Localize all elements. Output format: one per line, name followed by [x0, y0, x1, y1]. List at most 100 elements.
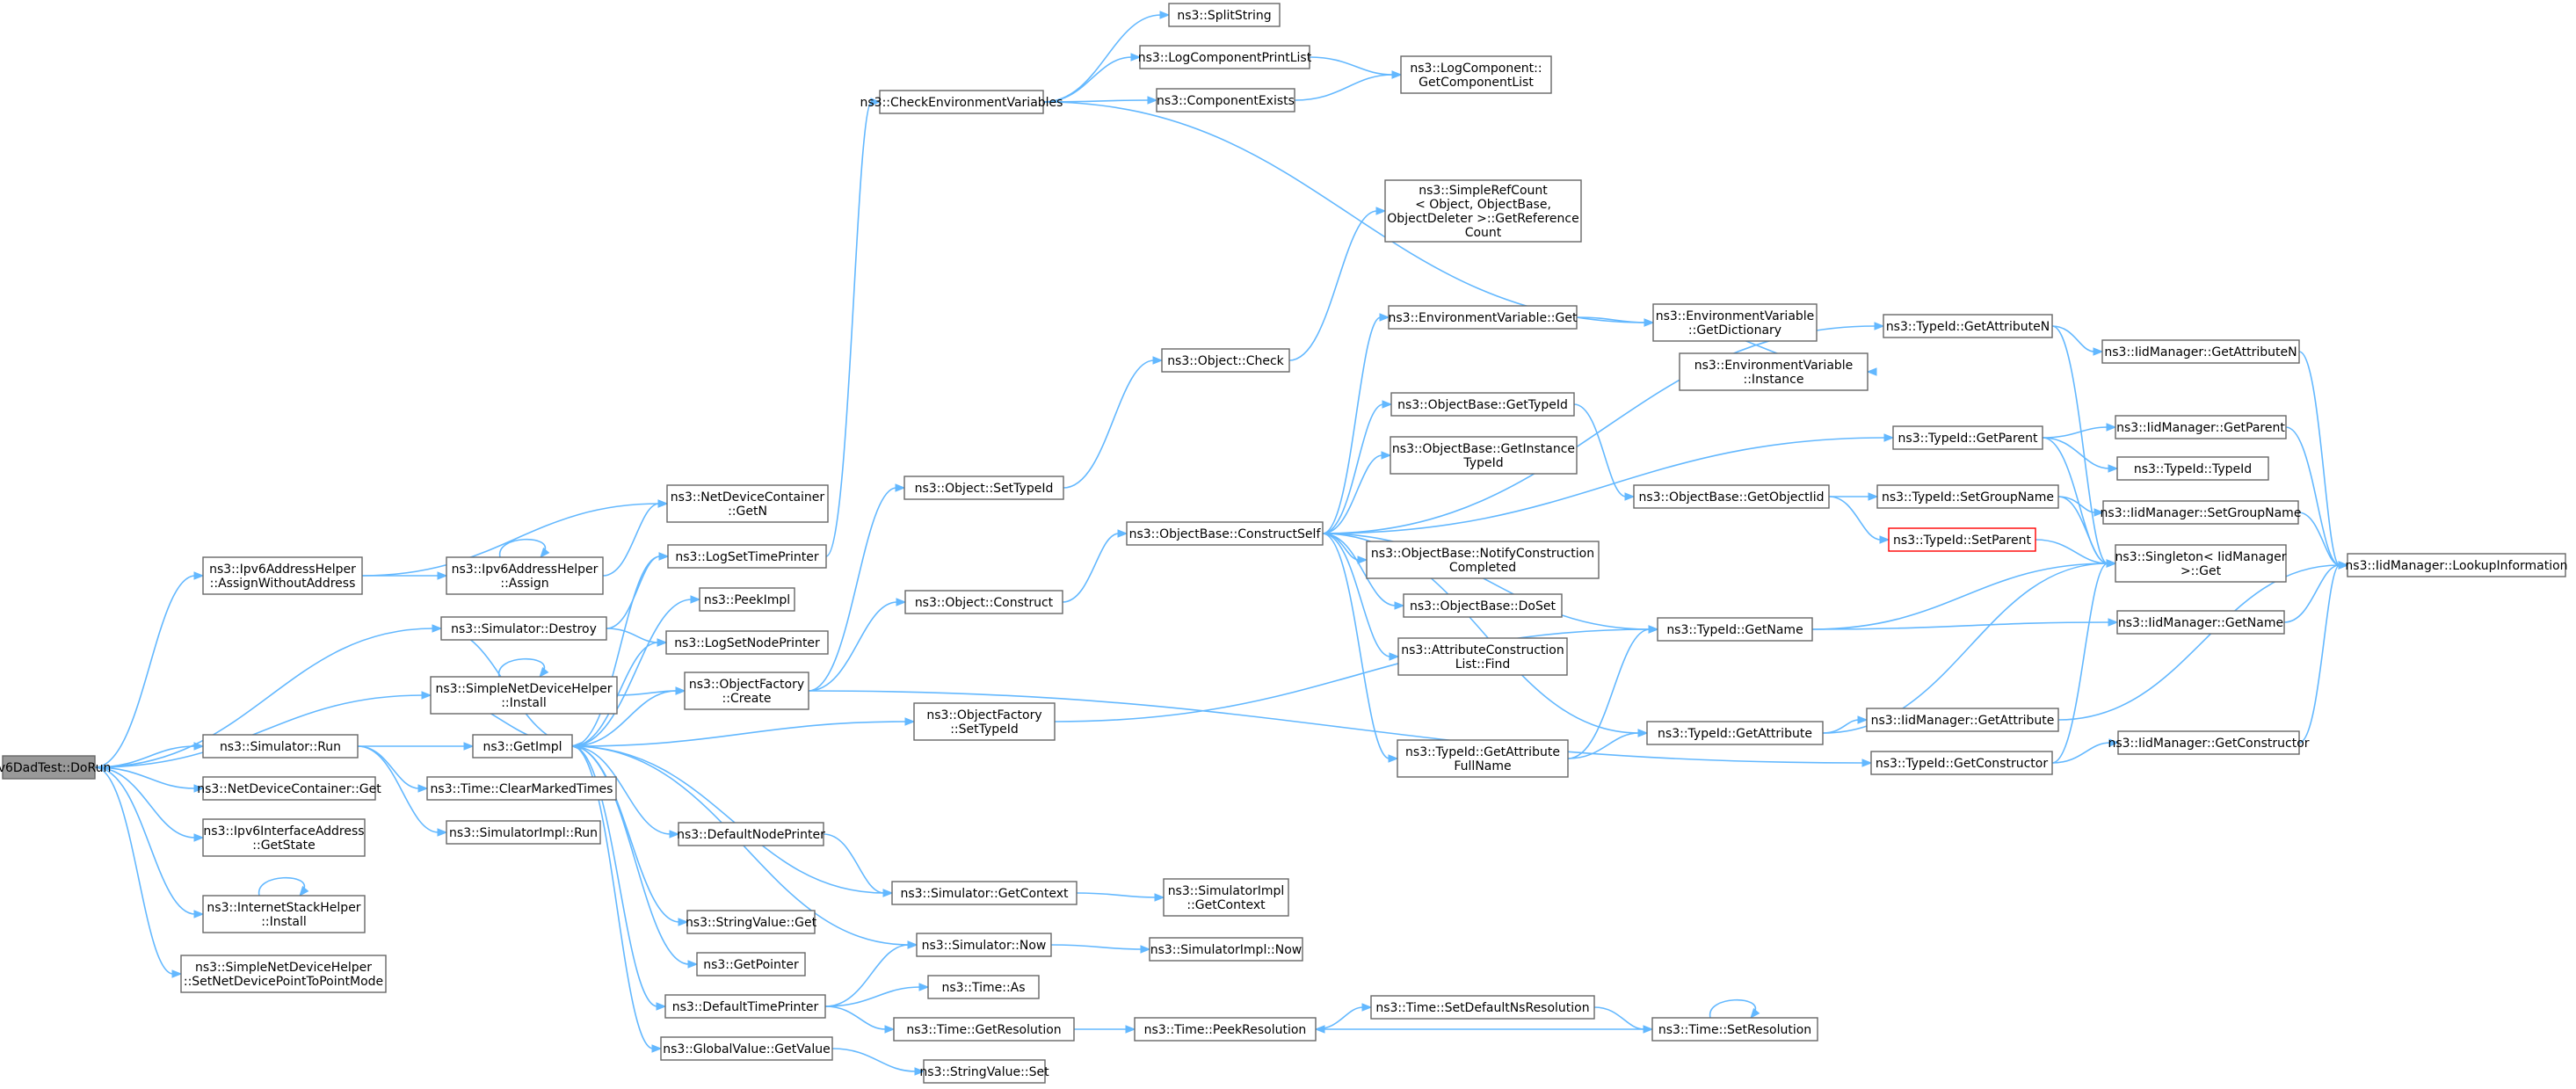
graph-node-time-setresolution[interactable]: ns3::Time::SetResolution: [1651, 1017, 1818, 1042]
graph-node-checkenv[interactable]: ns3::CheckEnvironmentVariables: [860, 90, 1063, 114]
graph-node-obj-construct[interactable]: ns3::Object::Construct: [904, 590, 1063, 614]
node-box: [1646, 721, 1824, 745]
call-edge-arrowhead: [540, 547, 550, 559]
graph-node-sim-run[interactable]: ns3::Simulator::Run: [202, 734, 359, 759]
call-edge-arrowhead: [914, 1067, 925, 1076]
call-edge-arrowhead: [1375, 207, 1387, 215]
graph-node-v6helper-assign[interactable]: ns3::Ipv6AddressHelper::Assign: [446, 556, 604, 595]
call-edge-arrowhead: [675, 686, 686, 695]
graph-node-simimpl-getcontext[interactable]: ns3::SimulatorImpl::GetContext: [1163, 878, 1289, 917]
graph-node-objbase-gettypeid[interactable]: ns3::ObjectBase::GetTypeId: [1390, 392, 1575, 417]
graph-node-v6helper-assignwo[interactable]: ns3::Ipv6AddressHelper::AssignWithoutAdd…: [202, 556, 363, 595]
graph-node-time-as[interactable]: ns3::Time::As: [927, 975, 1040, 999]
graph-node-sndh-install[interactable]: ns3::SimpleNetDeviceHelper::Install: [430, 676, 618, 715]
graph-node-typeid-setgroupname[interactable]: ns3::TypeId::SetGroupName: [1876, 484, 2059, 509]
call-edge-getimpl-to-defaulttimeprinter: [571, 745, 658, 1007]
call-edge-arrowhead: [2093, 508, 2105, 517]
graph-node-singleton-get[interactable]: ns3::Singleton< IidManager>::Get: [2115, 544, 2287, 583]
graph-node-peekimpl[interactable]: ns3::PeekImpl: [699, 587, 795, 612]
graph-node-sndh-setp2p[interactable]: ns3::SimpleNetDeviceHelper::SetNetDevice…: [180, 955, 387, 993]
graph-node-sim-now[interactable]: ns3::Simulator::Now: [916, 933, 1052, 957]
graph-node-ndc-getn[interactable]: ns3::NetDeviceContainer::GetN: [666, 484, 829, 523]
graph-node-simimpl-run[interactable]: ns3::SimulatorImpl::Run: [446, 820, 601, 845]
node-box: [202, 818, 366, 857]
node-box: [430, 676, 618, 715]
node-label: ns3::EnvironmentVariable::Get: [1389, 311, 1578, 325]
graph-node-stringvalue-get[interactable]: ns3::StringValue::Get: [686, 910, 817, 934]
graph-node-sim-getcontext[interactable]: ns3::Simulator::GetContext: [891, 881, 1078, 905]
graph-node-splitstring[interactable]: ns3::SplitString: [1168, 3, 1281, 27]
node-label: ns3::EnvironmentVariable: [1694, 359, 1854, 373]
node-label: ns3::Object::Check: [1167, 354, 1284, 368]
graph-node-iid-getattributen[interactable]: ns3::IidManager::GetAttributeN: [2101, 339, 2300, 364]
graph-node-defaulttimeprinter[interactable]: ns3::DefaultTimePrinter: [664, 994, 826, 1019]
graph-node-iid-getconstructor[interactable]: ns3::IidManager::GetConstructor: [2108, 730, 2310, 755]
call-edge-objbase_constructself-to-typeid_getattrfullname: [1322, 533, 1390, 759]
graph-node-logcomp-getlist[interactable]: ns3::LogComponent::GetComponentList: [1400, 55, 1552, 94]
graph-node-getpointer[interactable]: ns3::GetPointer: [696, 952, 806, 976]
graph-node-obj-check[interactable]: ns3::Object::Check: [1161, 348, 1290, 373]
graph-node-getimpl[interactable]: ns3::GetImpl: [472, 734, 573, 759]
graph-node-objbase-getobjectiid[interactable]: ns3::ObjectBase::GetObjectIid: [1633, 484, 1830, 509]
graph-node-ish-install[interactable]: ns3::InternetStackHelper::Install: [202, 895, 366, 933]
graph-node-typeid-getname[interactable]: ns3::TypeId::GetName: [1657, 617, 1813, 642]
graph-node-iid-getname[interactable]: ns3::IidManager::GetName: [2116, 610, 2285, 635]
graph-node-objfactory-create[interactable]: ns3::ObjectFactory::Create: [684, 672, 809, 710]
graph-node-globalvalue-getvalue[interactable]: ns3::GlobalValue::GetValue: [660, 1036, 833, 1061]
graph-node-ndc-get[interactable]: ns3::NetDeviceContainer::Get: [197, 776, 381, 801]
graph-node-objfactory-settypeid[interactable]: ns3::ObjectFactory::SetTypeId: [913, 702, 1056, 741]
graph-node-logcompprintlist[interactable]: ns3::LogComponentPrintList: [1138, 45, 1312, 69]
graph-node-logsetnodeprinter[interactable]: ns3::LogSetNodePrinter: [665, 630, 829, 655]
graph-node-typeid-setparent[interactable]: ns3::TypeId::SetParent: [1888, 527, 2036, 552]
graph-node-iid-setgroupname[interactable]: ns3::IidManager::SetGroupName: [2101, 500, 2302, 525]
call-edge-sim_run-to-simimpl_run: [357, 745, 439, 833]
graph-node-compexists[interactable]: ns3::ComponentExists: [1156, 88, 1295, 113]
node-label: ::AssignWithoutAddress: [210, 577, 356, 591]
graph-node-time-clearmarked[interactable]: ns3::Time::ClearMarkedTimes: [426, 776, 617, 801]
node-label: ns3::TypeId::GetAttribute: [1658, 727, 1812, 741]
graph-node-typeid-getattribute[interactable]: ns3::TypeId::GetAttribute: [1646, 721, 1824, 745]
node-box: [2116, 456, 2269, 481]
graph-node-sim-destroy[interactable]: ns3::Simulator::Destroy: [440, 616, 607, 641]
node-label: ns3::Ipv6AddressHelper: [452, 563, 599, 577]
node-label: ns3::GetImpl: [483, 740, 562, 754]
call-edge-arrowhead: [417, 784, 429, 793]
graph-node-simimpl-now[interactable]: ns3::SimulatorImpl::Now: [1149, 937, 1303, 962]
graph-node-time-setdefaultns[interactable]: ns3::Time::SetDefaultNsResolution: [1370, 995, 1595, 1020]
graph-node-typeid-typeid[interactable]: ns3::TypeId::TypeId: [2116, 456, 2269, 481]
call-edge-arrowhead: [193, 742, 205, 751]
node-label: ns3::PeekImpl: [704, 593, 790, 607]
graph-node-time-getresolution[interactable]: ns3::Time::GetResolution: [893, 1017, 1075, 1042]
graph-node-envvar-getdict[interactable]: ns3::EnvironmentVariable::GetDictionary: [1652, 303, 1818, 342]
graph-node-envvar-instance[interactable]: ns3::EnvironmentVariable::Instance: [1679, 352, 1869, 391]
node-label: ::Install: [261, 915, 307, 929]
node-label: ns3::ObjectFactory: [689, 678, 804, 692]
call-edge-logcompprintlist-to-logcomp_getlist: [1309, 56, 1394, 76]
graph-node-root[interactable]: Ipv6DadTest::DoRun: [0, 755, 111, 780]
call-edge-objfactory_create-to-typeid_getconstructor: [808, 690, 1864, 764]
graph-node-objbase-constructself[interactable]: ns3::ObjectBase::ConstructSelf: [1126, 521, 1324, 546]
graph-node-simplerefcount[interactable]: ns3::SimpleRefCount< Object, ObjectBase,…: [1384, 179, 1582, 243]
graph-node-envvar-get[interactable]: ns3::EnvironmentVariable::Get: [1388, 305, 1578, 330]
graph-node-defaultnodeprinter[interactable]: ns3::DefaultNodePrinter: [677, 822, 825, 846]
node-label: ns3::LogComponentPrintList: [1138, 51, 1312, 65]
graph-node-stringvalue-set[interactable]: ns3::StringValue::Set: [919, 1059, 1049, 1084]
call-edge-sim_destroy-to-logsetnodeprinter: [606, 628, 659, 643]
node-box: [699, 587, 795, 612]
graph-node-logsettimeprinter[interactable]: ns3::LogSetTimePrinter: [667, 544, 827, 569]
graph-node-iid-getparent[interactable]: ns3::IidManager::GetParent: [2115, 415, 2287, 439]
graph-node-time-peekresolution[interactable]: ns3::Time::PeekResolution: [1134, 1017, 1317, 1042]
graph-node-typeid-getconstructor[interactable]: ns3::TypeId::GetConstructor: [1870, 751, 2053, 775]
graph-node-iid-lookupinfo[interactable]: ns3::IidManager::LookupInformation: [2345, 553, 2568, 577]
graph-node-v6if-getstate[interactable]: ns3::Ipv6InterfaceAddress::GetState: [202, 818, 366, 857]
graph-node-iid-getattribute[interactable]: ns3::IidManager::GetAttribute: [1866, 708, 2059, 732]
node-box: [879, 90, 1044, 114]
graph-node-typeid-getparent[interactable]: ns3::TypeId::GetParent: [1892, 425, 2043, 450]
graph-node-obj-settypeid[interactable]: ns3::Object::SetTypeId: [903, 476, 1064, 500]
graph-node-typeid-getattributen[interactable]: ns3::TypeId::GetAttributeN: [1883, 314, 2053, 338]
graph-node-objbase-doset[interactable]: ns3::ObjectBase::DoSet: [1403, 593, 1563, 618]
graph-node-objbase-notify[interactable]: ns3::ObjectBase::NotifyConstructionCompl…: [1366, 541, 1600, 579]
